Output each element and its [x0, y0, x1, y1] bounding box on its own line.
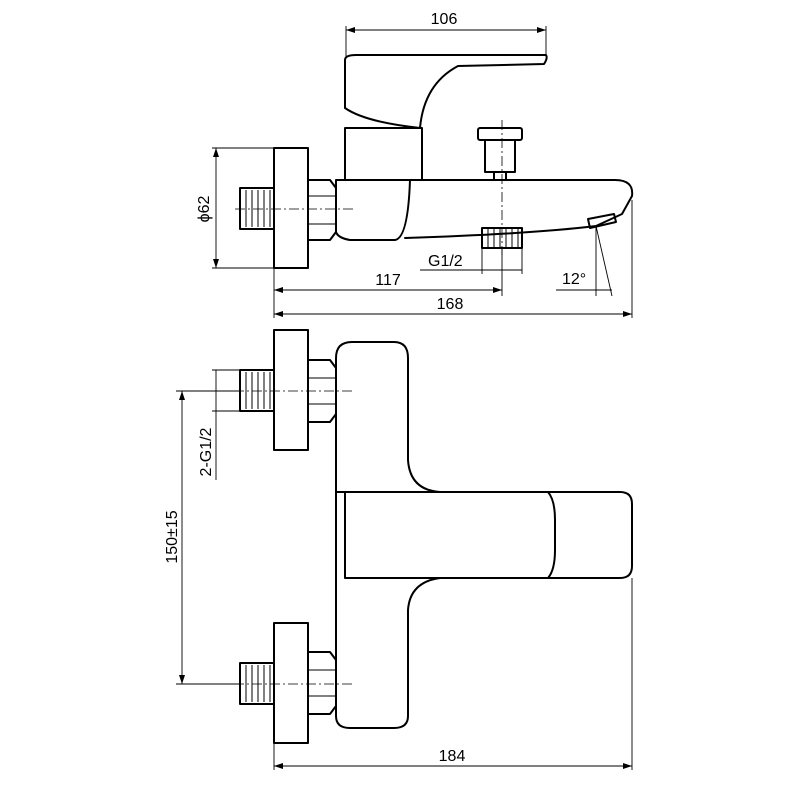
- side-view: 106 ϕ62 G1/2 12° 117 168: [196, 11, 634, 318]
- dim-length-to-outlet: 117: [375, 272, 401, 289]
- dim-top-width: 106: [431, 11, 458, 28]
- dim-spout-angle: 12°: [562, 271, 586, 288]
- dim-inlet-thread: 2-G1/2: [198, 427, 215, 476]
- front-body: [335, 341, 441, 493]
- front-lower-hex-nut: [307, 651, 337, 715]
- side-lever-handle[interactable]: [344, 54, 548, 129]
- front-upper-flange: [273, 329, 309, 451]
- front-view: 2-G1/2 150±15 184: [164, 329, 633, 770]
- dim-diameter: ϕ62: [196, 196, 213, 223]
- side-spout: [404, 179, 634, 239]
- dim-inlet-spacing: 150±15: [164, 510, 181, 563]
- side-inlet-thread: [239, 187, 275, 230]
- dim-overall-width: 184: [439, 748, 466, 765]
- front-lower-flange: [273, 622, 309, 744]
- side-hex-nut: [307, 179, 337, 241]
- side-body: [335, 179, 411, 241]
- side-wall-flange: [273, 147, 309, 269]
- front-upper-inlet-thread: [239, 369, 275, 412]
- front-lever-handle[interactable]: [344, 491, 633, 579]
- side-diverter-stem: [484, 139, 516, 173]
- side-cartridge-column: [344, 127, 423, 181]
- side-diverter-knob[interactable]: [477, 127, 523, 141]
- front-lower-inlet-thread: [239, 662, 275, 705]
- dim-thread: G1/2: [428, 253, 463, 270]
- dim-overall-depth: 168: [437, 296, 464, 313]
- side-spout-outlet: [587, 213, 617, 229]
